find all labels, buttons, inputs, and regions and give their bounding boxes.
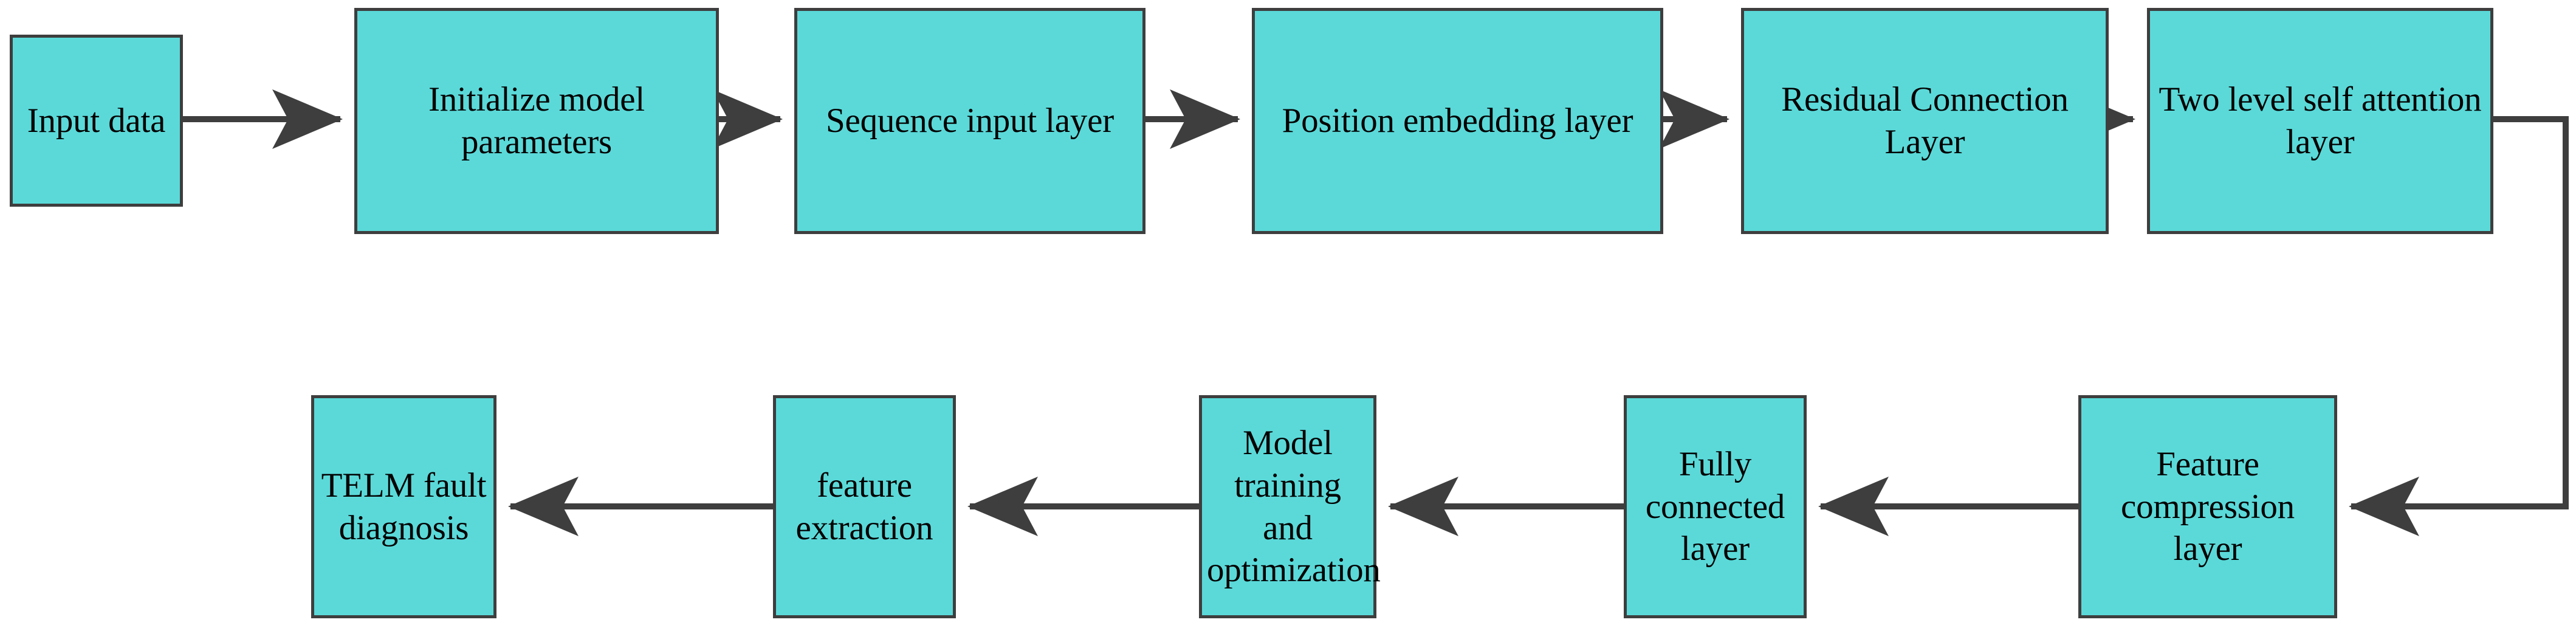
node-label: Two level self attention layer [2159,80,2482,161]
node-position-embedding-layer[interactable]: Position embedding layer [1252,8,1663,234]
node-residual-connection-layer[interactable]: Residual Connection Layer [1741,8,2109,234]
node-label: Feature compression layer [2121,445,2295,568]
node-feature-extraction[interactable]: feature extraction [773,395,956,618]
node-label: TELM fault diagnosis [321,466,487,547]
node-label: Input data [27,101,166,140]
node-label: Sequence input layer [826,102,1114,140]
node-label: Residual Connection Layer [1781,80,2069,161]
node-label: Position embedding layer [1282,102,1633,140]
node-two-level-self-attention-layer[interactable]: Two level self attention layer [2147,8,2493,234]
node-model-training-and-optimization[interactable]: Model training and optimization [1199,395,1381,618]
node-label: Model training and optimization [1207,424,1381,590]
node-input-data[interactable]: Input data [10,35,183,207]
node-label: Fully connected layer [1645,445,1785,568]
node-label: feature extraction [795,466,933,547]
node-label: Initialize model parameters [428,80,645,161]
node-fully-connected-layer[interactable]: Fully connected layer [1624,395,1807,618]
node-telm-fault-diagnosis[interactable]: TELM fault diagnosis [311,395,496,618]
node-feature-compression-layer[interactable]: Feature compression layer [2078,395,2337,618]
node-initialize-model-parameters[interactable]: Initialize model parameters [354,8,719,234]
node-sequence-input-layer[interactable]: Sequence input layer [794,8,1145,234]
connector-attention-to-compression [2348,116,2569,536]
